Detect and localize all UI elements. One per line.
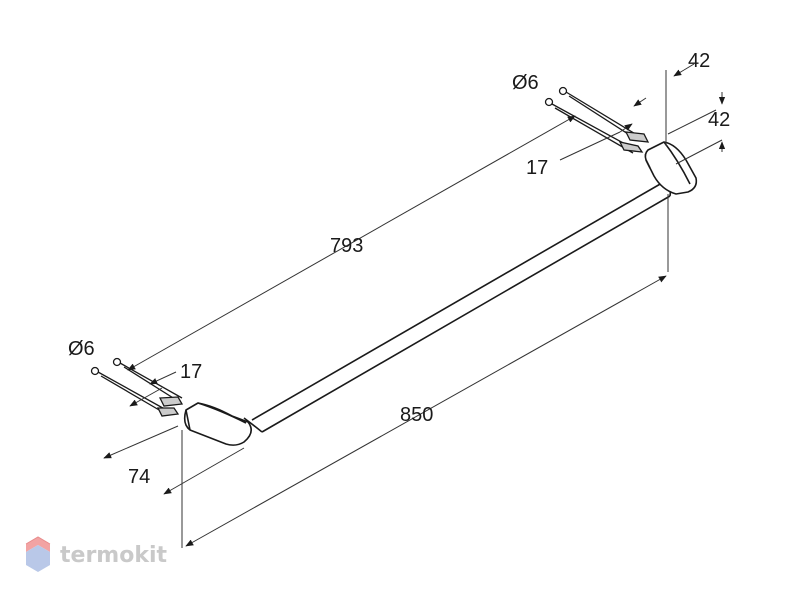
right-screw-lower-shank [554, 107, 634, 154]
right-screw-upper [565, 91, 643, 139]
dim-793-line [127, 115, 576, 371]
rail-bar-top-edge [251, 182, 663, 421]
right-dowel-lower [618, 141, 644, 153]
hexagon-logo-icon [25, 536, 51, 572]
dim-screw-left-label: Ø6 [68, 338, 95, 360]
left-dowel-upper [158, 396, 184, 407]
dimension-labels: 850 793 74 42 42 17 17 Ø6 Ø6 [68, 50, 730, 488]
dim-17-left-leader [149, 371, 177, 385]
left-screw-lower-shank [100, 375, 167, 415]
left-bracket [183, 402, 252, 446]
dim-42-top-line [673, 69, 685, 77]
right-screw-upper-head [558, 86, 568, 96]
dim-42-right-line [667, 109, 717, 135]
rail-bar-bottom-edge [261, 195, 671, 433]
dim-74-line-a [103, 425, 179, 459]
right-bracket [644, 141, 698, 195]
dim-17-right-label: 17 [526, 157, 548, 179]
left-screws [90, 357, 184, 417]
watermark-text: termokit [60, 543, 167, 568]
dim-17-right-arrow-b [633, 97, 647, 107]
dim-793-label: 793 [330, 235, 363, 257]
right-bracket-face [645, 159, 651, 169]
watermark: termokit [25, 536, 167, 572]
left-screw-upper-head [112, 357, 122, 367]
dim-42-top-label: 42 [688, 50, 710, 72]
towel-rail [183, 141, 698, 446]
dim-17-right-arrow-a [619, 123, 633, 133]
dim-screw-right-label: Ø6 [512, 72, 539, 94]
left-screw-lower-head [90, 366, 100, 376]
dim-74-line-b [163, 447, 245, 495]
right-screws [544, 86, 650, 154]
dim-17-right-line [559, 131, 621, 161]
left-dowel-lower [156, 407, 180, 417]
dim-17-left-line [129, 387, 163, 407]
right-screw-lower-head [544, 97, 554, 107]
dim-74-label: 74 [128, 466, 150, 488]
dimension-lines [103, 63, 726, 548]
dim-850-label: 850 [400, 404, 433, 426]
dim-17-left-label: 17 [180, 361, 202, 383]
right-dowel-upper [624, 131, 650, 143]
dim-42-right-line-b [675, 139, 723, 165]
dim-850-line [185, 275, 667, 547]
dim-42-right-label: 42 [708, 109, 730, 131]
dim-42-top-leader [683, 63, 695, 71]
left-screw-lower [97, 371, 171, 413]
